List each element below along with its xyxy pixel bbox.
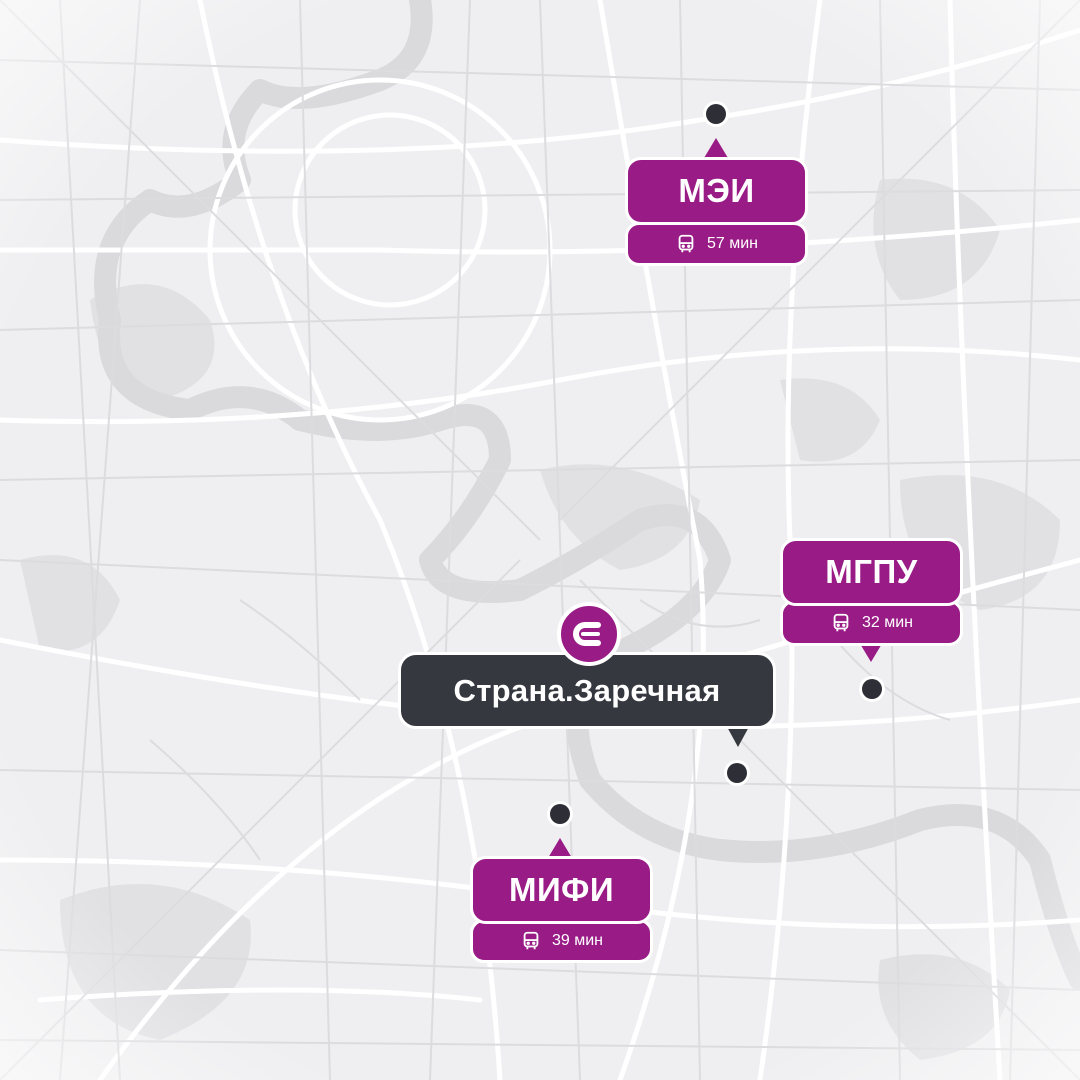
mei-name: МЭИ (678, 172, 755, 209)
mei-travel-time: 57 мин (625, 222, 808, 266)
mifi-callout-pointer (548, 838, 572, 858)
mgpu-time-label: 32 мин (861, 614, 913, 631)
mifi-time-label: 39 мин (551, 932, 603, 949)
home-location-dot[interactable] (727, 763, 747, 783)
mifi-label: МИФИ (470, 856, 653, 924)
mgpu-label: МГПУ (780, 538, 963, 606)
mifi-location-dot[interactable] (550, 804, 570, 824)
mifi-travel-time: 39 мин (470, 919, 653, 963)
mgpu-travel-time: 32 мин (780, 600, 963, 646)
mifi-name: МИФИ (508, 871, 615, 908)
bus-icon (833, 613, 849, 632)
mgpu-location-dot[interactable] (862, 679, 882, 699)
mei-label: МЭИ (625, 157, 808, 225)
home-callout-pointer (726, 725, 750, 747)
mgpu-name: МГПУ (825, 553, 918, 590)
bus-icon (523, 931, 539, 950)
brand-logo-icon (557, 602, 621, 666)
home-name: Страна.Заречная (453, 672, 721, 708)
mei-location-dot[interactable] (706, 104, 726, 124)
brand-logo-glyph (573, 622, 601, 646)
mei-time-label: 57 мин (706, 235, 758, 252)
bus-icon (678, 234, 694, 253)
mgpu-callout-pointer (859, 642, 883, 662)
mei-callout-pointer (704, 138, 728, 158)
